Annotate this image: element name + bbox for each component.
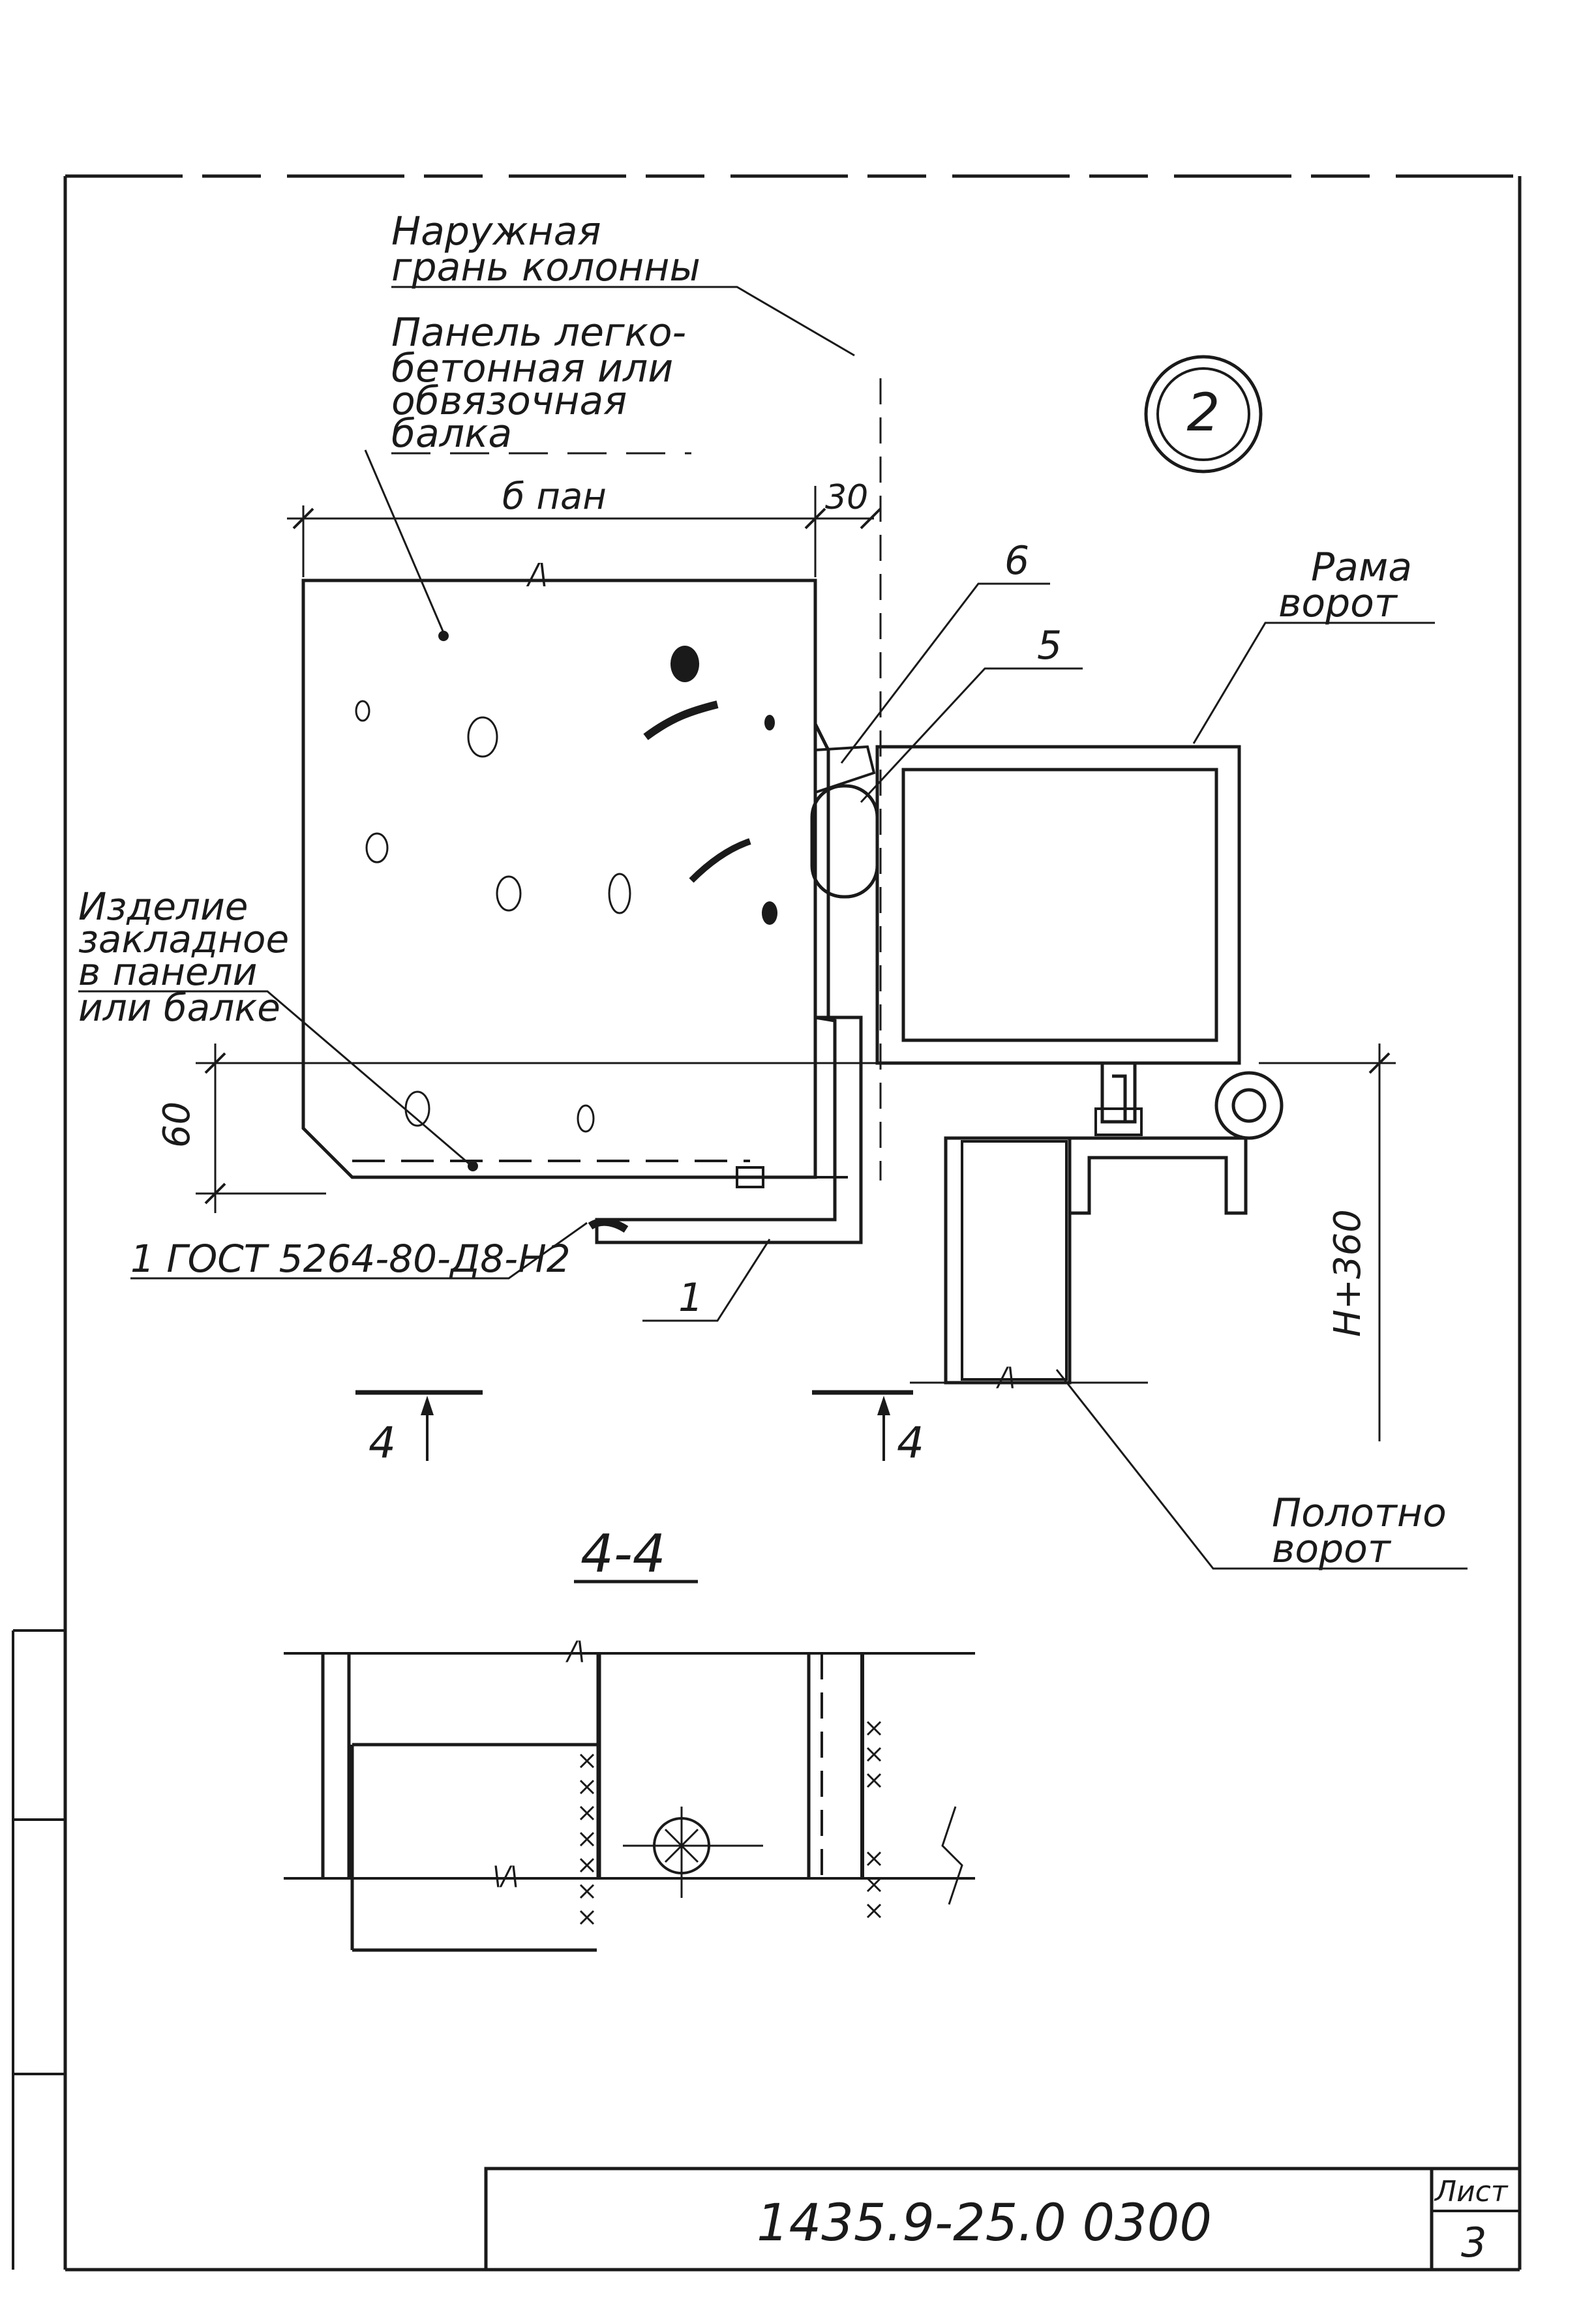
svg-text:Изделие: Изделие (78, 884, 248, 929)
detail-number: 2 (1187, 382, 1220, 443)
callout-5: 5 (860, 623, 1083, 804)
svg-text:5: 5 (1037, 623, 1062, 669)
gate-frame (875, 745, 1241, 1065)
weld-note: 1 ГОСТ 5264-80-Д8-Н2 1 (130, 1222, 771, 1322)
detail-number-callout: 2 (1144, 355, 1263, 473)
outer-face-label: Наружная грань колонны (391, 209, 882, 1180)
svg-text:закладное: закладное (78, 917, 289, 961)
sheet-frame (12, 174, 1522, 2272)
svg-text:Панель легко-: Панель легко- (391, 310, 686, 355)
svg-text:/\: /\ (565, 1636, 585, 1666)
weld-marks-right (866, 1720, 882, 1919)
dim-panel-width: б пан (502, 475, 607, 518)
svg-text:грань колонны: грань колонны (391, 245, 700, 290)
doc-code: 1435.9-25.0 0300 (757, 2194, 1212, 2253)
dimension-h-plus: Н+360 (1259, 1044, 1396, 1441)
frame-label: Рама ворот (1192, 545, 1435, 744)
title-block: 1435.9-25.0 0300 Лист 3 (484, 2167, 1520, 2270)
gate-leaf: /\ (910, 1136, 1148, 1392)
dimension-60: 60 (156, 1044, 965, 1213)
svg-text:Рама: Рама (1311, 545, 1412, 590)
svg-text:Н+360: Н+360 (1327, 1209, 1369, 1337)
embedded-plate (352, 1015, 863, 1244)
section-cut-marks: 4 4 4-4 (355, 1390, 924, 1584)
hinge-assembly (1068, 1063, 1284, 1215)
sheet-label: Лист (1434, 2175, 1509, 2208)
svg-text:\/\: \/\ (492, 1861, 519, 1891)
svg-text:/\: /\ (996, 1362, 1016, 1392)
svg-text:в панели: в панели (78, 950, 257, 994)
svg-text:балка: балка (391, 411, 512, 457)
svg-text:6: 6 (1004, 538, 1029, 584)
callout-6: 6 (840, 538, 1050, 764)
dimension-panel-width: б пан 30 (287, 475, 882, 577)
svg-text:или балке: или балке (78, 985, 280, 1030)
svg-text:обвязочная: обвязочная (391, 378, 627, 424)
gasket (810, 784, 879, 899)
svg-text:4: 4 (897, 1418, 924, 1468)
svg-text:Наружная: Наружная (391, 209, 601, 254)
svg-text:60: 60 (156, 1102, 198, 1148)
leaf-label: Полотно ворот (1055, 1369, 1468, 1572)
svg-text:1: 1 (678, 1275, 703, 1321)
sealant (814, 745, 876, 794)
sheet-number: 3 (1461, 2219, 1486, 2266)
svg-text:/\: /\ (526, 558, 548, 591)
dim-gap: 30 (825, 478, 868, 517)
concrete-panel: /\ (301, 558, 861, 1179)
svg-text:бетонная или: бетонная или (391, 346, 673, 391)
weld-marks-left (579, 1753, 595, 1925)
svg-text:ворот: ворот (1272, 1526, 1392, 1572)
svg-text:ворот: ворот (1278, 580, 1398, 626)
panel-label: Панель легко- бетонная или обвязочная ба… (364, 310, 691, 641)
svg-text:1 ГОСТ 5264-80-Д8-Н2: 1 ГОСТ 5264-80-Д8-Н2 (130, 1237, 571, 1281)
section-4-4-view: /\ \/\ (284, 1636, 975, 1952)
embedded-label: Изделие закладное в панели или балке (78, 884, 478, 1171)
svg-text:Полотно: Полотно (1272, 1490, 1447, 1536)
svg-text:4: 4 (369, 1418, 396, 1468)
section-title: 4-4 (580, 1524, 666, 1584)
